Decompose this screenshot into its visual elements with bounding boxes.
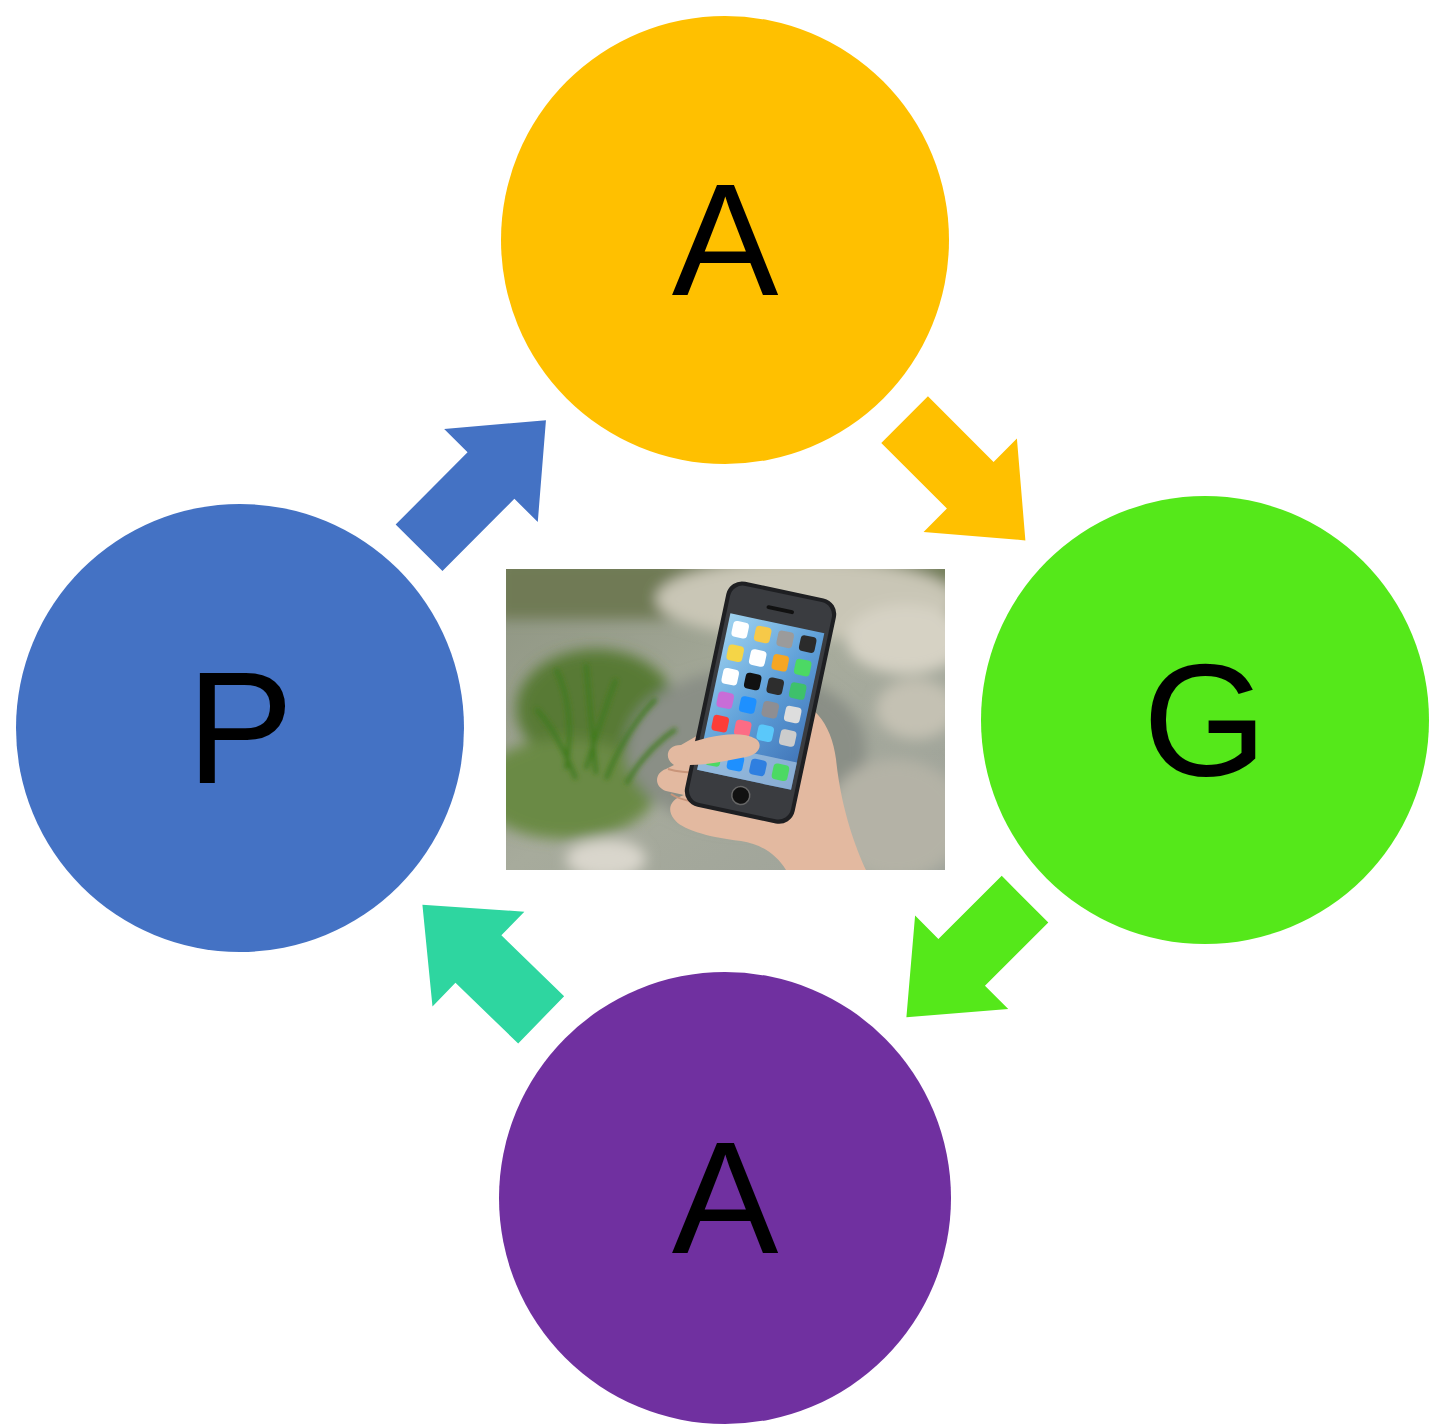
stage-circle: A <box>499 972 951 1424</box>
stage-letter: P <box>187 648 294 808</box>
block-arrow <box>906 876 1048 1018</box>
stage-letter: A <box>672 1118 779 1278</box>
photo-scene <box>506 569 945 870</box>
stage-circle: G <box>981 496 1429 944</box>
stage-circle: P <box>16 504 464 952</box>
circle-fill <box>501 16 949 464</box>
block-arrow <box>422 905 564 1044</box>
node-content: P <box>16 504 464 952</box>
circle-fill <box>499 972 951 1424</box>
stage-circle: A <box>501 16 949 464</box>
block-arrow <box>881 396 1025 540</box>
node-content: A <box>499 972 951 1424</box>
stage-letter: A <box>672 160 779 320</box>
circle-fill <box>981 496 1429 944</box>
phone-icon <box>682 578 839 826</box>
stage-letter: G <box>1143 640 1267 800</box>
block-arrow <box>396 420 546 571</box>
phone-photo <box>506 569 945 870</box>
node-content: G <box>981 496 1429 944</box>
node-content: A <box>501 16 949 464</box>
circle-fill <box>16 504 464 952</box>
